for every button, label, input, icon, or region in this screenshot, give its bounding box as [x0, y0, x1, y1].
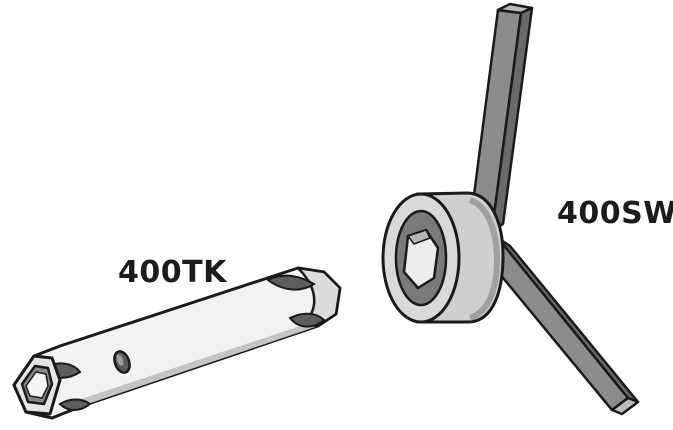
tube-wrench-400tk [12, 266, 342, 420]
tube-cross-hole [113, 350, 131, 374]
tube-body [12, 266, 342, 420]
tube-wrench-label: 400TK [118, 255, 227, 290]
socket-wrench-400sw [381, 2, 640, 416]
tube-near-end [12, 354, 92, 416]
socket-front-face [381, 192, 461, 324]
socket-wrench-label: 400SW [557, 196, 673, 231]
socket-wrench-side-bar [478, 236, 640, 416]
tube-far-end [266, 266, 342, 328]
socket-wrench-vertical-bar [468, 2, 534, 232]
